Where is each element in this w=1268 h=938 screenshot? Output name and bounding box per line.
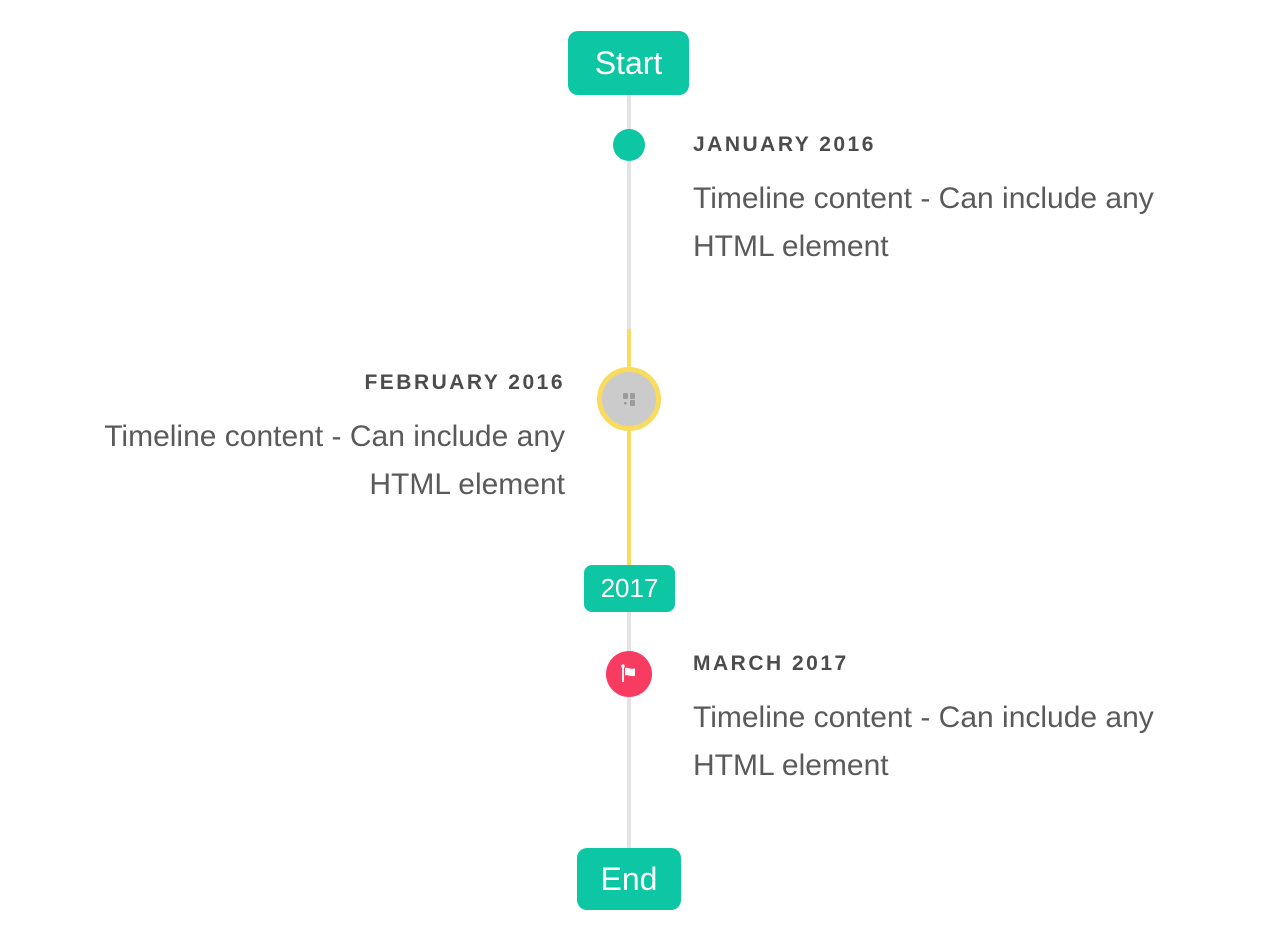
event-marker-avatar <box>597 367 661 431</box>
timeline-start-label: Start <box>594 44 663 81</box>
timeline-year-label: 2017 <box>600 573 659 603</box>
timeline-item: FEBRUARY 2016 Timeline content - Can inc… <box>25 369 565 509</box>
event-date-label: FEBRUARY 2016 <box>364 371 565 394</box>
timeline-item: MARCH 2017 Timeline content - Can includ… <box>693 650 1233 790</box>
event-content: Timeline content - Can include any HTML … <box>693 182 1154 263</box>
broken-image-icon <box>619 390 639 408</box>
timeline-line-highlight-segment <box>627 329 631 565</box>
timeline-end-badge: End <box>577 848 681 910</box>
event-date-label: MARCH 2017 <box>693 652 849 675</box>
event-content: Timeline content - Can include any HTML … <box>693 701 1154 782</box>
timeline-end-label: End <box>600 860 658 897</box>
timeline-item: JANUARY 2016 Timeline content - Can incl… <box>693 131 1233 271</box>
event-date-label: JANUARY 2016 <box>693 133 876 156</box>
event-content: Timeline content - Can include any HTML … <box>104 420 565 501</box>
timeline-start-badge: Start <box>568 31 689 95</box>
event-marker-dot <box>613 129 645 161</box>
timeline-year-badge: 2017 <box>584 565 675 612</box>
event-marker-flag <box>606 651 652 697</box>
flag-icon <box>617 662 641 686</box>
